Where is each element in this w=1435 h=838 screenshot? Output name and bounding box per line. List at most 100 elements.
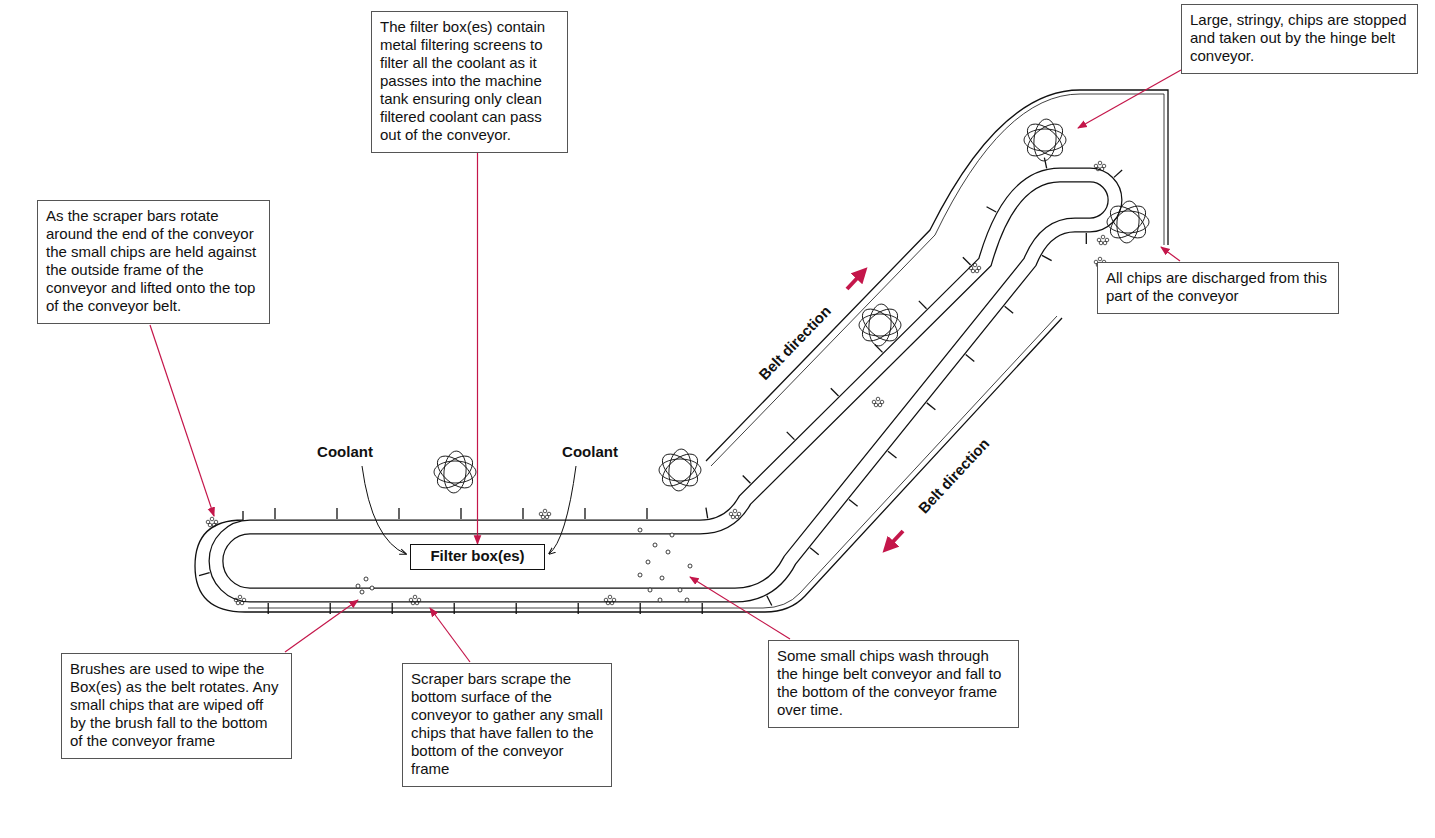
chip — [731, 515, 735, 519]
coolant-arrow — [362, 466, 406, 554]
scraper-bar — [987, 207, 997, 212]
scraper-bar — [1114, 170, 1122, 177]
annotation-label: Belt direction — [754, 301, 836, 385]
callout-box: Brushes are used to wipe the Box(es) as … — [61, 653, 292, 759]
chip — [606, 601, 610, 605]
falling-chip — [678, 588, 682, 592]
conveyor-frame-inner — [248, 316, 1057, 608]
filter-box: Filter box(es) — [410, 544, 545, 570]
chip — [1098, 257, 1102, 261]
hinge-belt — [216, 175, 1115, 595]
small-chips — [969, 263, 981, 273]
callout-box: Some small chips wash through the hinge … — [768, 640, 1019, 728]
leader-connector — [477, 153, 478, 544]
chip — [413, 595, 417, 599]
scraper-bars — [199, 158, 1122, 614]
falling-chip — [658, 598, 662, 602]
chip — [876, 397, 880, 401]
falling-chip — [685, 598, 689, 602]
callout-text: As the scraper bars rotate around the en… — [46, 207, 261, 315]
scraper-bar — [330, 603, 331, 614]
chip-loop — [432, 450, 478, 494]
leader-arrow — [1161, 247, 1180, 261]
callout-box: Large, stringy, chips are stopped and ta… — [1181, 4, 1418, 74]
callout-box: As the scraper bars rotate around the en… — [37, 200, 270, 324]
chip — [1103, 241, 1107, 245]
annotation-label: Belt direction — [913, 433, 994, 518]
chip — [608, 595, 612, 599]
scraper-bar — [199, 573, 210, 576]
callout-box: Scraper bars scrape the bottom surface o… — [402, 663, 612, 787]
leader-arrow — [150, 325, 214, 516]
leader-arrow — [430, 608, 470, 662]
falling-chip — [370, 586, 374, 590]
falling-chip — [638, 573, 642, 577]
scraper-bar — [966, 355, 975, 362]
hinge-belt-inner — [216, 175, 1115, 595]
chip-loop — [667, 448, 693, 492]
scraper-bar — [927, 403, 936, 410]
chip-loop — [1105, 200, 1151, 244]
small-chips — [1094, 161, 1106, 171]
stringy-chip — [857, 303, 903, 347]
scraper-bar — [336, 508, 337, 519]
falling-chip — [360, 590, 364, 594]
chip — [610, 601, 614, 605]
scraper-bar — [702, 603, 703, 614]
chip — [973, 263, 977, 267]
falling-chip — [666, 550, 670, 554]
scraper-bar — [460, 508, 461, 519]
scraper-bar — [810, 548, 819, 555]
chip-loop — [867, 303, 893, 347]
scraper-bar — [1086, 233, 1087, 244]
falling-chip — [653, 543, 657, 547]
chip — [874, 403, 878, 407]
chip — [878, 403, 882, 407]
scraper-bar — [398, 508, 399, 519]
chip — [975, 269, 979, 273]
coolant-arrow — [549, 466, 576, 554]
scraper-bar — [831, 388, 839, 396]
scraper-bar — [274, 508, 275, 519]
chip — [212, 523, 216, 527]
chip-loop — [432, 450, 478, 494]
scraper-bar — [578, 603, 579, 614]
chip-loop — [1032, 118, 1058, 162]
small-chips — [206, 517, 218, 527]
callout-text: Brushes are used to wipe the Box(es) as … — [70, 660, 283, 750]
chip — [971, 269, 975, 273]
chip — [208, 523, 212, 527]
leader-arrow — [690, 577, 790, 639]
scraper-bar — [516, 603, 517, 614]
scraper-bar — [919, 301, 927, 309]
stringy-chip — [1022, 118, 1068, 162]
small-chips — [234, 595, 246, 605]
scraper-bar — [584, 508, 585, 519]
chip — [1096, 167, 1100, 171]
chip-loop — [1022, 118, 1068, 162]
scraper-bar — [646, 508, 647, 519]
scraper-bar — [268, 603, 269, 614]
scraper-bar — [454, 603, 455, 614]
stringy-chip — [1105, 200, 1151, 244]
falling-chip — [364, 577, 368, 581]
chip-loop — [857, 303, 903, 347]
chip-loop — [857, 303, 903, 347]
stringy-chip — [432, 450, 478, 494]
chip-loop — [1022, 118, 1068, 162]
stringy-chip — [657, 448, 703, 492]
callout-text: Scraper bars scrape the bottom surface o… — [411, 670, 603, 778]
callout-text: The filter box(es) contain metal filteri… — [380, 18, 559, 144]
scraper-bar — [767, 596, 772, 606]
callout-text: All chips are discharged from this part … — [1106, 269, 1330, 305]
annotation-label: Coolant — [560, 443, 620, 461]
scraper-bar — [392, 603, 393, 614]
scraper-bar — [1005, 306, 1014, 313]
chip — [238, 595, 242, 599]
falling-chip — [688, 564, 692, 568]
falling-chip — [670, 533, 674, 537]
chip — [415, 601, 419, 605]
scraper-bar — [1044, 158, 1046, 169]
falling-chip — [646, 560, 650, 564]
